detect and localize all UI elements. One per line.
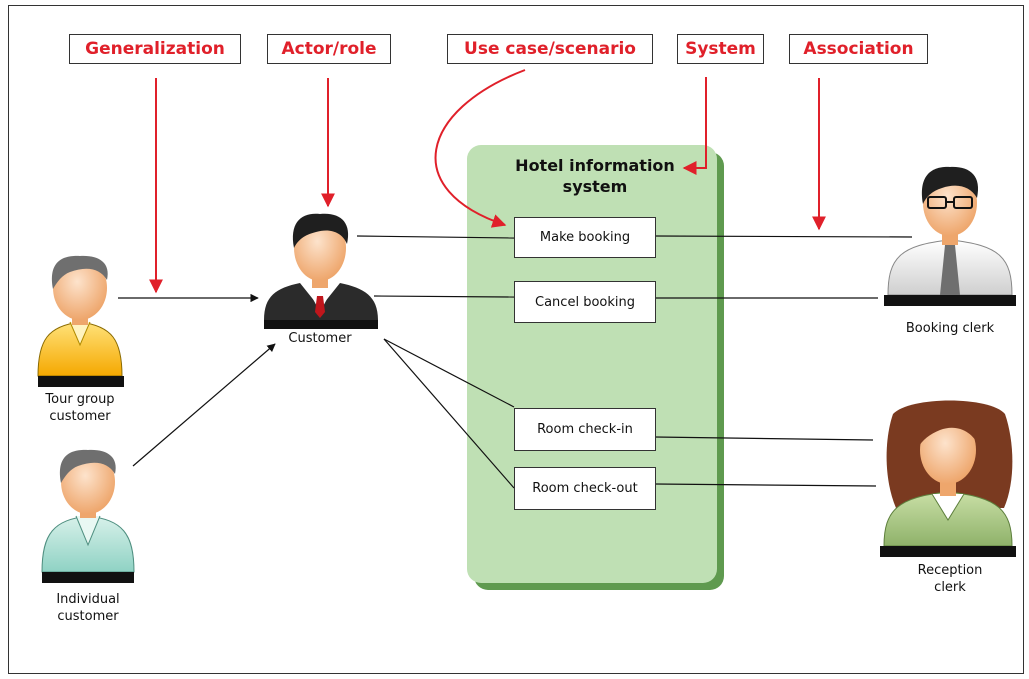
- assoc-customer-check-in: [383, 338, 515, 408]
- system-title-line1: Hotel information: [515, 156, 675, 175]
- tour-group-line2: customer: [49, 409, 111, 424]
- system-title-line2: system: [562, 177, 628, 196]
- system-boundary: [467, 145, 724, 590]
- system-pointer: [682, 77, 707, 175]
- customer-figure: [264, 213, 378, 329]
- use-case-room-check-out: Room check-out: [514, 467, 656, 510]
- term-system: System: [677, 34, 764, 64]
- term-use-case: Use case/scenario: [447, 34, 653, 64]
- reception-clerk-figure: [880, 400, 1016, 557]
- term-generalization: Generalization: [69, 34, 241, 64]
- assoc-check-out-reception: [654, 483, 877, 487]
- actor-label-reception-clerk: Reception clerk: [880, 562, 1020, 596]
- tour-group-customer-figure: [37, 255, 124, 387]
- actor-label-tour-group: Tour group customer: [20, 391, 140, 425]
- system-title: Hotel information system: [470, 155, 720, 197]
- use-case-cancel-booking: Cancel booking: [514, 281, 656, 323]
- individual-line2: customer: [57, 609, 119, 624]
- annotation-arrows: [149, 69, 826, 294]
- assoc-customer-cancel-booking: [373, 295, 515, 298]
- assoc-customer-make-booking: [356, 235, 515, 239]
- reception-line2: clerk: [934, 580, 966, 595]
- reception-line1: Reception: [917, 563, 983, 578]
- generalization-individual: [132, 343, 276, 467]
- use-case-room-check-in: Room check-in: [514, 408, 656, 451]
- actor-label-booking-clerk: Booking clerk: [905, 321, 995, 336]
- relationship-lines: [118, 235, 913, 489]
- assoc-make-booking-clerk: [654, 235, 913, 238]
- assoc-check-in-reception: [654, 436, 874, 441]
- individual-line1: Individual: [56, 592, 120, 607]
- term-association: Association: [789, 34, 928, 64]
- booking-clerk-figure: [884, 166, 1016, 306]
- assoc-customer-check-out: [383, 338, 515, 489]
- term-actor-role: Actor/role: [267, 34, 391, 64]
- use-case-pointer: [434, 69, 526, 228]
- use-case-make-booking: Make booking: [514, 217, 656, 258]
- tour-group-line1: Tour group: [45, 392, 115, 407]
- actor-label-customer: Customer: [288, 331, 352, 346]
- actor-label-individual: Individual customer: [28, 591, 148, 625]
- individual-customer-figure: [41, 449, 135, 583]
